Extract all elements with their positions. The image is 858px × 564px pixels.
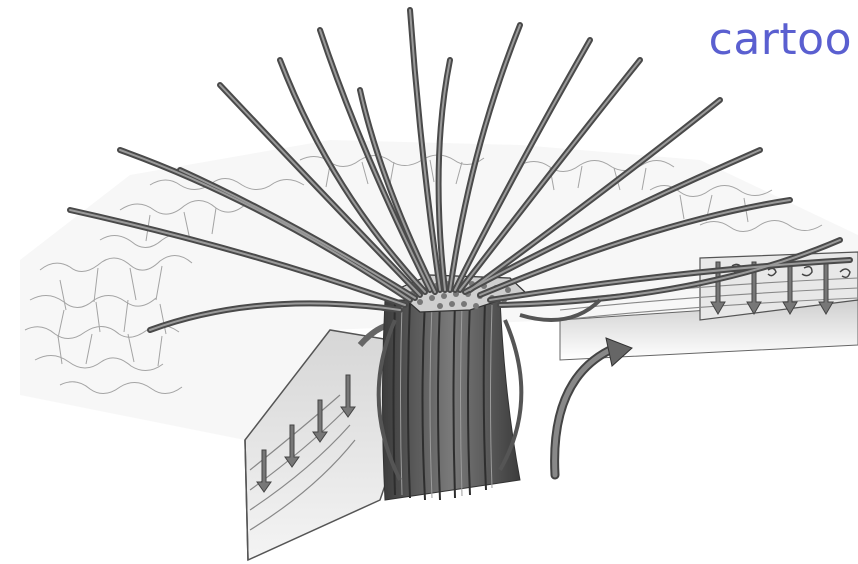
flux-bundle [383,300,521,500]
caption-text: cartoo [709,18,852,62]
